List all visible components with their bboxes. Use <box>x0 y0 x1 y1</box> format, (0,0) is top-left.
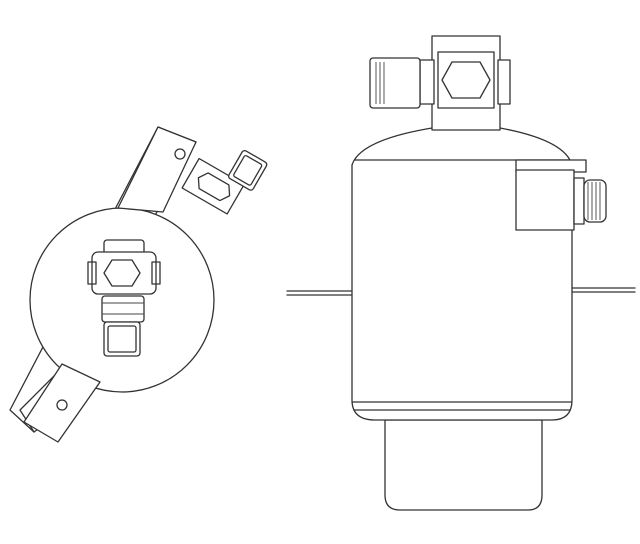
bottom-cup <box>384 419 543 511</box>
top-fitting-angled <box>181 149 268 215</box>
bracket-lower <box>23 363 101 443</box>
side-fitting <box>515 159 607 231</box>
center-fitting <box>87 239 161 357</box>
top-neck-fitting <box>369 35 511 131</box>
side-view <box>286 35 636 511</box>
top-view <box>9 126 268 443</box>
